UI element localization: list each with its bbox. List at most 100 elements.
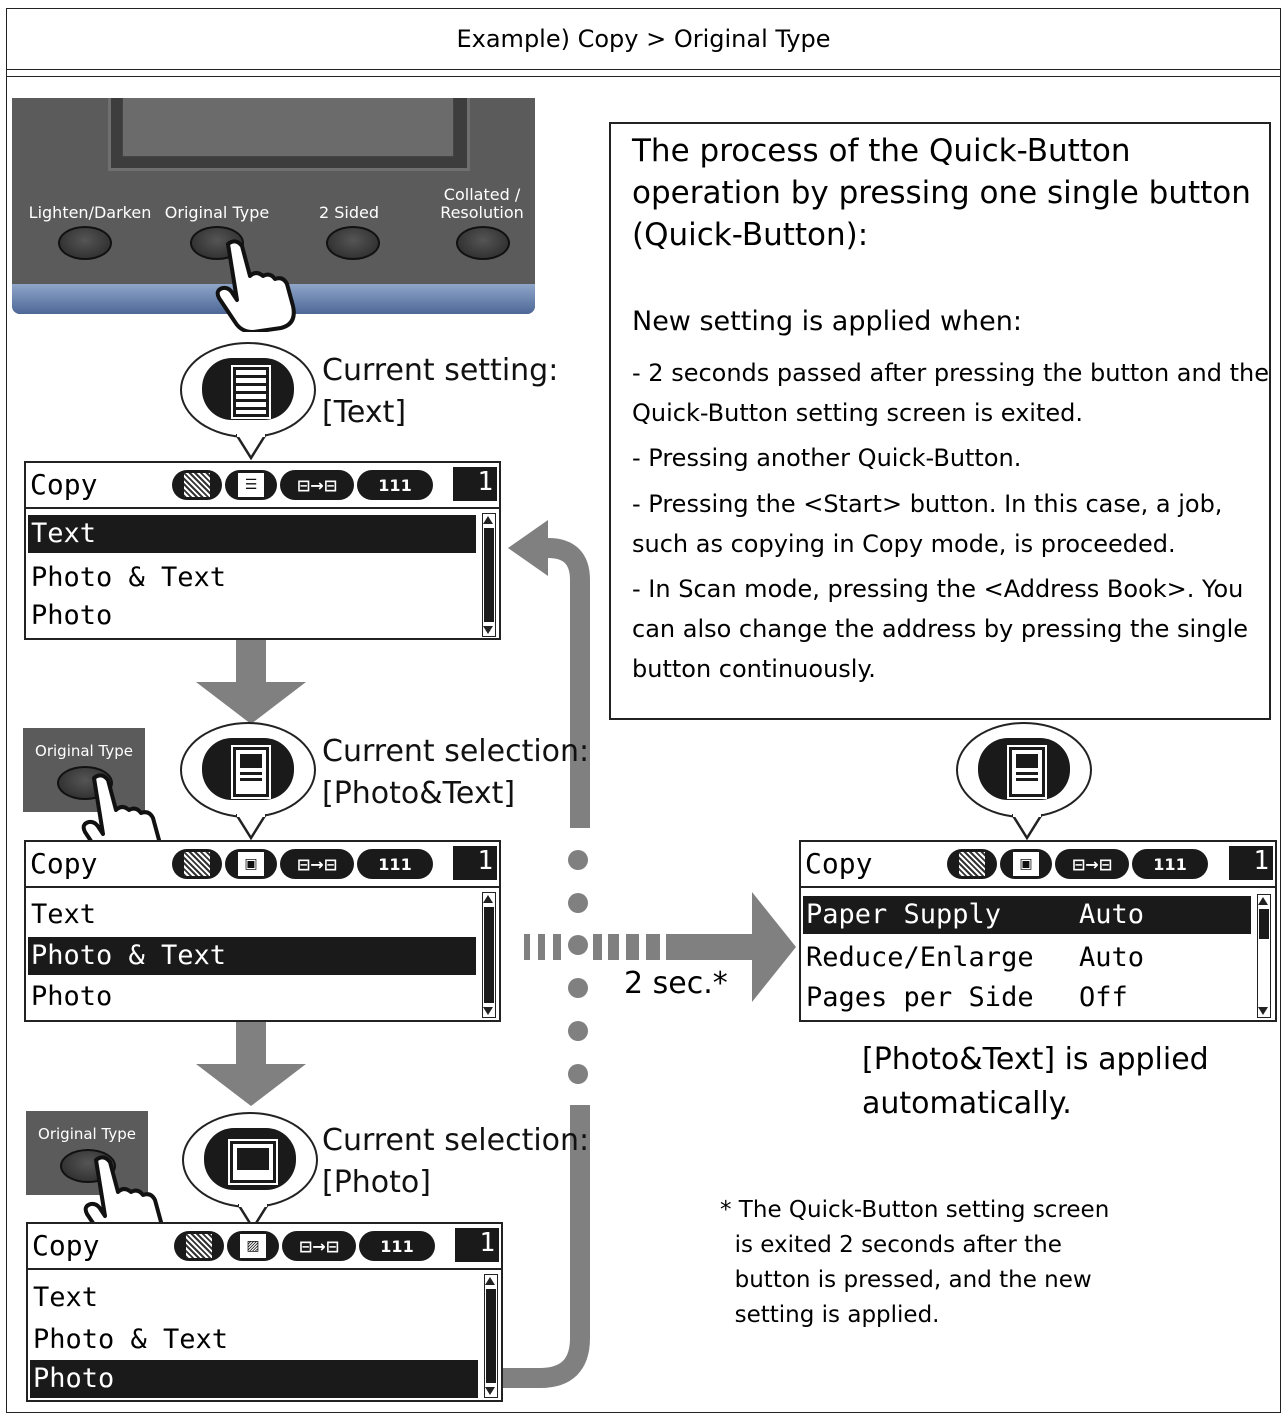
collated-resolution-label: Collated / Resolution: [440, 185, 524, 222]
scroll-thumb[interactable]: [484, 907, 494, 1003]
two-sided-icon: ⊟→⊟: [282, 1231, 356, 1261]
original-type-label: Original Type: [164, 203, 270, 222]
scroll-up-arrow[interactable]: [1258, 897, 1268, 905]
scroll-up-arrow[interactable]: [483, 895, 493, 903]
collate-icon-label: 111: [1153, 854, 1187, 874]
list-item-photo[interactable]: Photo: [30, 1360, 478, 1398]
original-type-icon: ▣: [1000, 849, 1052, 879]
list-item-text[interactable]: Text: [33, 1282, 99, 1313]
step2-caption-line2: [Photo&Text]: [322, 776, 516, 811]
scroll-down-arrow[interactable]: [483, 1007, 493, 1015]
diagram-frame: [6, 8, 1281, 1413]
lcd-icon-strip: ▣ ⊟→⊟ 111: [947, 849, 1208, 879]
info-bullet-text: - Pressing the <Start> button. In this c…: [632, 490, 1223, 558]
control-panel: Lighten/Darken Original Type 2 Sided Col…: [12, 98, 535, 314]
scrollbar[interactable]: [482, 513, 496, 637]
list-item-photo-text[interactable]: Photo & Text: [31, 562, 227, 593]
two-sided-icon: ⊟→⊟: [280, 470, 354, 500]
original-type-button-panel-3: Original Type: [26, 1111, 148, 1195]
loop-up-path: [547, 538, 590, 828]
scroll-down-arrow[interactable]: [485, 1387, 495, 1395]
bubble-pill: [202, 358, 294, 420]
scroll-thumb[interactable]: [486, 1289, 496, 1383]
bubble-tail: [236, 434, 266, 460]
scroll-down-arrow[interactable]: [483, 626, 493, 634]
lcd-status-bar: Copy ▣ ⊟→⊟ 111 1: [801, 842, 1275, 888]
bubble-pill: [978, 738, 1070, 800]
lighten-darken-icon: [947, 849, 997, 879]
original-type-icon: ▣: [225, 849, 277, 879]
list-item-photo-text[interactable]: Photo & Text: [28, 937, 476, 975]
down-arrow-1-shaft: [236, 640, 266, 682]
original-type-icon: ▨: [227, 1231, 279, 1261]
lighten-darken-button[interactable]: [58, 226, 112, 260]
menu-row-paper-supply[interactable]: Paper Supply Auto: [803, 896, 1251, 934]
original-type-small-label: Original Type: [35, 742, 133, 760]
collated-resolution-button[interactable]: [456, 226, 510, 260]
collate-icon: 111: [359, 1231, 435, 1261]
list-item-photo[interactable]: Photo: [31, 981, 113, 1012]
list-item-photo-text[interactable]: Photo & Text: [33, 1324, 229, 1355]
info-title: The process of the Quick-Button operatio…: [632, 133, 1251, 253]
collate-icon: 111: [357, 470, 433, 500]
bubble-pill: [202, 738, 294, 800]
lcd-icon-strip: ▣ ⊟→⊟ 111: [172, 849, 433, 879]
lighten-darken-label: Lighten/Darken: [28, 203, 152, 222]
lcd-screen-1: Copy ☰ ⊟→⊟ 111 1 Text Photo & Text Photo: [24, 461, 501, 640]
scroll-thumb[interactable]: [484, 528, 494, 622]
timer-dot: [568, 850, 588, 870]
lcd-result-screen: Copy ▣ ⊟→⊟ 111 1 Paper Supply Auto Reduce…: [799, 840, 1277, 1022]
info-bullet-3: - Pressing the <Start> button. In this c…: [632, 484, 1272, 564]
lcd-title: Copy: [30, 468, 98, 501]
scroll-thumb[interactable]: [1259, 909, 1269, 939]
list-item-text[interactable]: Text: [31, 899, 97, 930]
header-divider: [6, 76, 1281, 77]
scrollbar[interactable]: [482, 892, 496, 1018]
timer-dot: [568, 1021, 588, 1041]
header-title: Example) Copy > Original Type: [456, 24, 831, 53]
loop-back-path: [503, 1105, 590, 1388]
list-item-photo[interactable]: Photo: [31, 600, 113, 631]
menu-label: Reduce/Enlarge: [806, 942, 1034, 973]
scroll-down-arrow[interactable]: [1258, 1007, 1268, 1015]
copy-count: 1: [455, 1228, 499, 1262]
info-bullet-text: - Pressing another Quick-Button.: [632, 444, 1022, 472]
scrollbar[interactable]: [484, 1274, 498, 1398]
list-item-text[interactable]: Text: [28, 515, 476, 553]
step3-caption: Current selection: [Photo]: [322, 1120, 589, 1204]
menu-value: Auto: [1079, 899, 1145, 930]
two-sided-icon-label: ⊟→⊟: [1071, 854, 1113, 874]
lcd-screen-3: Copy ▨ ⊟→⊟ 111 1 Text Photo & Text Photo: [26, 1222, 503, 1402]
dash-segment: [608, 934, 619, 960]
dash-segment: [538, 934, 545, 960]
two-sided-label: 2 Sided: [318, 203, 380, 222]
two-sided-button[interactable]: [326, 226, 380, 260]
original-type-small-label: Original Type: [38, 1125, 136, 1143]
info-bullet-4: - In Scan mode, pressing the <Address Bo…: [632, 569, 1272, 689]
menu-label: Paper Supply: [806, 899, 1002, 930]
scrollbar[interactable]: [1257, 894, 1271, 1018]
lcd-icon-strip: ☰ ⊟→⊟ 111: [172, 470, 433, 500]
photo-text-doc-icon: [1007, 745, 1047, 799]
bubble-tail: [1012, 814, 1042, 840]
lcd-icon-strip: ▨ ⊟→⊟ 111: [174, 1231, 435, 1261]
lighten-darken-icon: [172, 470, 222, 500]
two-sided-icon-label: ⊟→⊟: [296, 854, 338, 874]
scroll-up-arrow[interactable]: [485, 1277, 495, 1285]
right-arrow-head: [752, 892, 796, 1002]
lighten-darken-icon: [172, 849, 222, 879]
collate-icon: 111: [1132, 849, 1208, 879]
collate-icon-label: 111: [378, 854, 412, 874]
two-sided-icon-label: ⊟→⊟: [296, 475, 338, 495]
timer-dot: [568, 893, 588, 913]
down-arrow-2-shaft: [236, 1022, 266, 1064]
copy-count: 1: [453, 467, 497, 501]
footnote: * The Quick-Button setting screen is exi…: [720, 1197, 1110, 1328]
info-bullet-text: - In Scan mode, pressing the <Address Bo…: [632, 575, 1249, 683]
scroll-up-arrow[interactable]: [483, 516, 493, 524]
info-bullet-2: - Pressing another Quick-Button.: [632, 438, 1272, 478]
step2-caption-line1: Current selection:: [322, 734, 590, 769]
